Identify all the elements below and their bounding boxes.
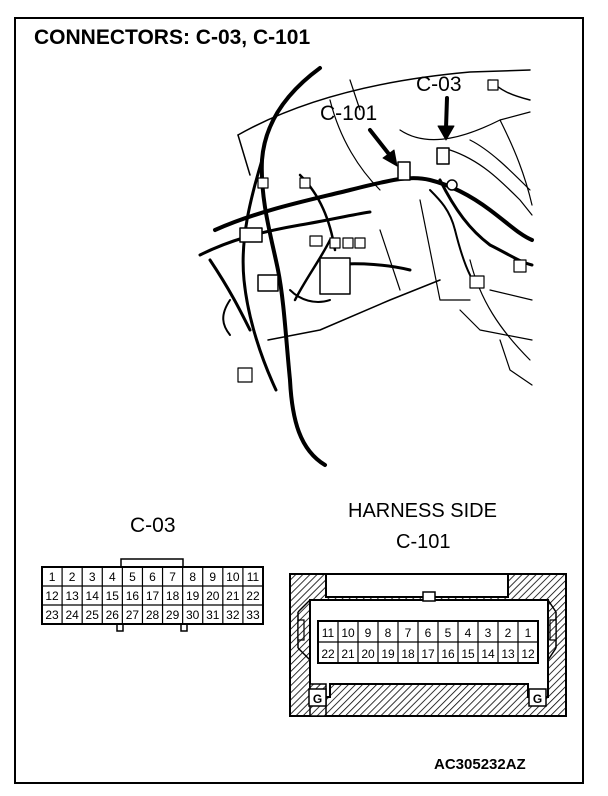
c03-pin-18: 18 bbox=[166, 589, 180, 603]
c03-pin-26: 26 bbox=[106, 608, 120, 622]
diagram-frame bbox=[14, 17, 584, 784]
c03-pin-27: 27 bbox=[126, 608, 140, 622]
c03-pin-12: 12 bbox=[45, 589, 59, 603]
c101-pin-11: 11 bbox=[322, 626, 335, 640]
c03-pin-13: 13 bbox=[65, 589, 79, 603]
c03-pin-10: 10 bbox=[226, 570, 240, 584]
c03-pin-28: 28 bbox=[146, 608, 160, 622]
c03-pin-6: 6 bbox=[149, 570, 156, 584]
c101-pin-9: 9 bbox=[365, 626, 372, 640]
c03-pin-2: 2 bbox=[69, 570, 76, 584]
c101-pin-18: 18 bbox=[401, 647, 415, 661]
c03-pin-32: 32 bbox=[226, 608, 240, 622]
c101-pin-4: 4 bbox=[465, 626, 472, 640]
c101-pin-2: 2 bbox=[505, 626, 512, 640]
c03-face-label: C-03 bbox=[130, 514, 176, 537]
c101-pin-15: 15 bbox=[461, 647, 475, 661]
c03-pin-17: 17 bbox=[146, 589, 160, 603]
c03-pin-29: 29 bbox=[166, 608, 180, 622]
c03-pin-31: 31 bbox=[206, 608, 220, 622]
c03-pin-19: 19 bbox=[186, 589, 200, 603]
c101-pin-20: 20 bbox=[361, 647, 375, 661]
c03-pin-16: 16 bbox=[126, 589, 140, 603]
page-title: CONNECTORS: C-03, C-101 bbox=[34, 26, 311, 49]
c03-pin-22: 22 bbox=[246, 589, 260, 603]
c03-pin-3: 3 bbox=[89, 570, 96, 584]
c101-pin-19: 19 bbox=[381, 647, 395, 661]
c101-pin-21: 21 bbox=[341, 647, 355, 661]
c03-pin-30: 30 bbox=[186, 608, 200, 622]
callout-c03: C-03 bbox=[416, 73, 462, 96]
c101-pin-1: 1 bbox=[525, 626, 532, 640]
c03-pin-5: 5 bbox=[129, 570, 136, 584]
c101-pin-3: 3 bbox=[485, 626, 492, 640]
c101-pin-6: 6 bbox=[425, 626, 432, 640]
c101-pin-7: 7 bbox=[405, 626, 412, 640]
c03-pin-14: 14 bbox=[86, 589, 100, 603]
c101-pin-13: 13 bbox=[501, 647, 515, 661]
c03-pin-25: 25 bbox=[86, 608, 100, 622]
ground-mark-left: G bbox=[313, 692, 322, 706]
c101-face-label: C-101 bbox=[396, 531, 451, 553]
c03-pin-7: 7 bbox=[169, 570, 176, 584]
c03-pin-1: 1 bbox=[49, 570, 56, 584]
c03-pin-15: 15 bbox=[106, 589, 120, 603]
c101-pin-22: 22 bbox=[321, 647, 335, 661]
c03-pin-8: 8 bbox=[189, 570, 196, 584]
c03-pin-23: 23 bbox=[45, 608, 59, 622]
c101-pin-16: 16 bbox=[441, 647, 455, 661]
c101-pin-5: 5 bbox=[445, 626, 452, 640]
figure-id: AC305232AZ bbox=[434, 756, 526, 773]
c03-pin-20: 20 bbox=[206, 589, 220, 603]
c03-pin-21: 21 bbox=[226, 589, 240, 603]
c03-pin-11: 11 bbox=[247, 570, 260, 584]
callout-c101: C-101 bbox=[320, 102, 378, 125]
c03-pin-9: 9 bbox=[209, 570, 216, 584]
c101-pin-17: 17 bbox=[421, 647, 435, 661]
c03-pin-33: 33 bbox=[246, 608, 260, 622]
c101-pin-14: 14 bbox=[481, 647, 495, 661]
c101-pin-10: 10 bbox=[341, 626, 355, 640]
c03-pin-24: 24 bbox=[65, 608, 79, 622]
c101-pin-12: 12 bbox=[521, 647, 535, 661]
harness-side-label: HARNESS SIDE bbox=[348, 500, 497, 522]
c101-pin-8: 8 bbox=[385, 626, 392, 640]
c03-pin-4: 4 bbox=[109, 570, 116, 584]
ground-mark-right: G bbox=[533, 692, 542, 706]
